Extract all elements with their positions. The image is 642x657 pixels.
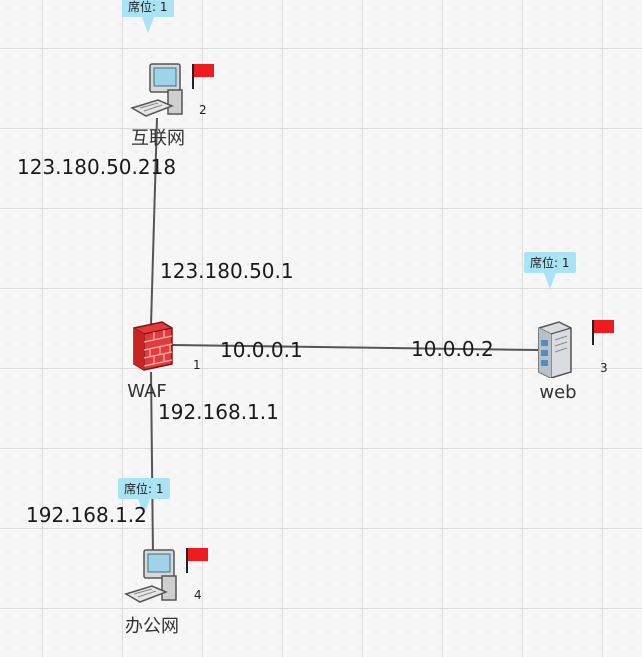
node-name-web: web (539, 382, 577, 403)
internet-node[interactable] (128, 60, 186, 118)
node-name-waf: WAF (127, 381, 167, 402)
computer-icon (124, 549, 177, 603)
flag-icon (186, 548, 208, 573)
ip-label-waf-wan: 123.180.50.1 (160, 259, 294, 283)
web-node[interactable] (533, 320, 577, 378)
waf-node[interactable] (128, 320, 176, 372)
node-number-office: 4 (194, 588, 202, 602)
server-icon (538, 321, 572, 378)
office-node[interactable] (122, 546, 180, 604)
ip-label-waf-dmz: 10.0.0.1 (220, 338, 303, 362)
flag-icon (592, 320, 614, 345)
link-waf-office (150, 371, 154, 557)
computer-icon (130, 63, 183, 117)
ip-label-waf-lan: 192.168.1.1 (158, 400, 279, 424)
node-number-web: 3 (600, 361, 608, 375)
seat-badge-office: 席位: 1 (118, 478, 170, 515)
ip-label-office: 192.168.1.2 (26, 503, 147, 527)
link-waf-web (171, 344, 539, 351)
ip-label-web: 10.0.0.2 (411, 337, 494, 361)
flag-icon (192, 64, 214, 89)
node-name-office: 办公网 (125, 616, 179, 637)
node-number-internet: 2 (199, 103, 207, 117)
ip-label-internet: 123.180.50.218 (17, 155, 177, 179)
seat-badge-web: 席位: 1 (524, 252, 576, 289)
link-internet-waf (150, 117, 158, 326)
node-name-internet: 互联网 (131, 128, 185, 149)
node-number-waf: 1 (193, 358, 201, 372)
seat-badge-internet: 席位: 1 (122, 0, 174, 33)
firewall-icon (133, 321, 173, 371)
